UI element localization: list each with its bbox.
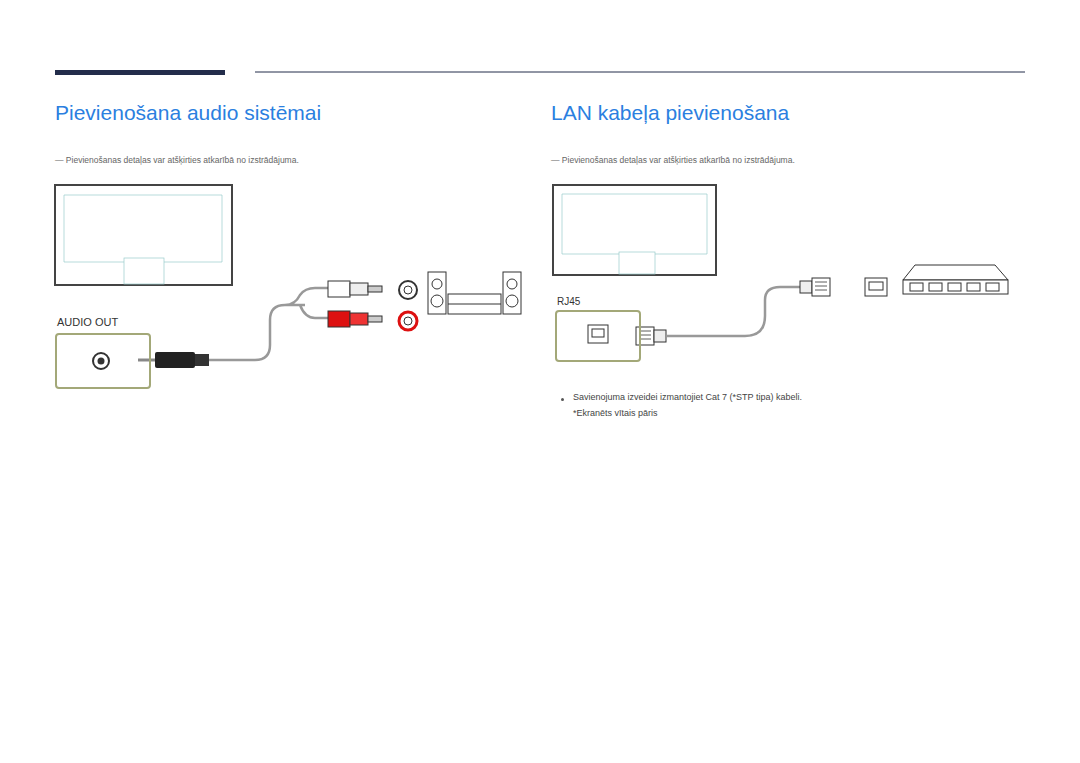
footnote: *Ekranēts vītais pāris	[573, 408, 658, 418]
note: ― Pievienošanas detaļas var atšķirties a…	[55, 155, 299, 165]
bullet	[561, 398, 564, 401]
section-heading: LAN kabeļa pievienošana	[551, 101, 789, 125]
connector-port-box: AUDIO OUT	[55, 333, 151, 389]
section-heading: Pievienošana audio sistēmai	[55, 101, 321, 125]
port-label: RJ45	[557, 296, 580, 307]
connector-port-box: RJ45	[555, 310, 641, 362]
note: ― Pievienošanas detaļas var atšķirties a…	[551, 155, 795, 165]
instruction: Savienojuma izveidei izmantojiet Cat 7 (…	[573, 392, 802, 402]
port-label: AUDIO OUT	[57, 316, 118, 328]
